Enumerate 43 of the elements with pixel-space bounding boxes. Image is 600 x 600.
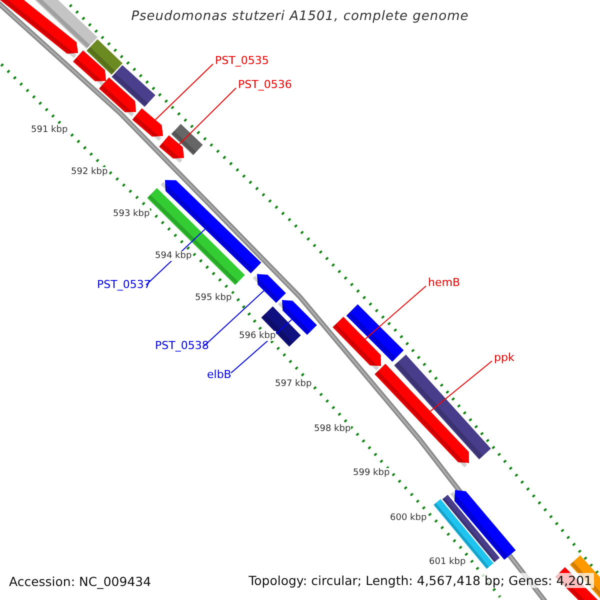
gene-label: ppk: [494, 351, 514, 364]
gene-feature: [332, 316, 381, 370]
gene-feature: [73, 50, 106, 86]
tick-label: 591 kbp: [31, 125, 68, 135]
leader-line: [204, 290, 264, 346]
gene-feature: [0, 0, 78, 58]
gene-feature: [278, 300, 317, 335]
gene-label: elbB: [207, 368, 232, 381]
leader-line: [154, 64, 214, 120]
tick-label: 597 kbp: [275, 379, 312, 389]
tick-label: 599 kbp: [353, 468, 390, 478]
tick-label: 601 kbp: [429, 557, 466, 567]
gene-label: PST_0537: [97, 278, 151, 291]
gene-label: hemB: [428, 276, 460, 289]
gene-feature: [374, 364, 469, 468]
title: Pseudomonas stutzeri A1501, complete genome: [130, 9, 470, 24]
tick-label: 596 kbp: [239, 331, 276, 341]
gene-feature: [32, 0, 98, 49]
gene-feature: [112, 65, 156, 107]
gene-feature: [252, 274, 286, 303]
gene-label: PST_0535: [215, 54, 269, 67]
gene-feature: [171, 124, 203, 156]
tick-label: 592 kbp: [71, 167, 108, 177]
gene-feature: [261, 306, 301, 347]
genome-summary-text: Topology: circular; Length: 4,567,418 bp; Genes: 4,201: [246, 573, 594, 588]
leader-line: [230, 319, 292, 374]
gene-feature: [159, 135, 184, 163]
gene-feature: [394, 354, 491, 460]
gene-feature: [86, 39, 122, 75]
leader-line: [364, 286, 426, 340]
leader-line: [178, 88, 236, 145]
tick-label: 595 kbp: [195, 293, 232, 303]
gene-feature: [99, 77, 136, 117]
tick-label: 600 kbp: [390, 513, 427, 523]
gene-feature: [132, 108, 163, 141]
tick-label: 594 kbp: [155, 251, 192, 261]
accession-text: Accession: NC_009434: [9, 574, 152, 589]
gene-label: PST_0536: [238, 78, 292, 91]
gene-label: PST_0538: [155, 339, 209, 352]
tick-label: 598 kbp: [314, 424, 351, 434]
tick-label: 593 kbp: [113, 209, 150, 219]
gene-feature: [346, 304, 404, 362]
leader-line: [430, 360, 492, 412]
